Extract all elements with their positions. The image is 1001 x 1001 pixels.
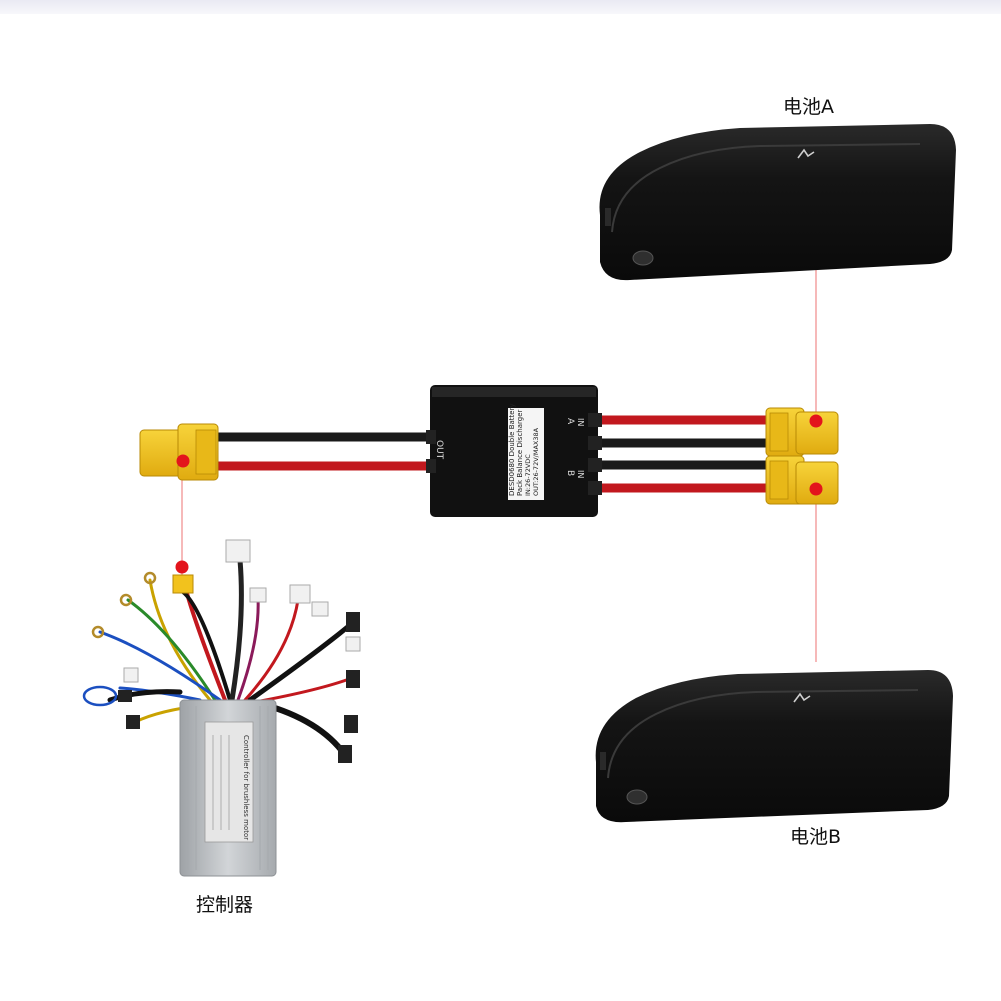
battery-a [599,124,956,281]
marker-battery-b-connector [809,482,823,496]
input-cables [598,415,770,493]
port-b-label: B [565,470,575,476]
controller-sticker-title: Controller for brushless motor [242,735,250,840]
output-cables [215,432,432,471]
controller-plugs [118,539,361,763]
marker-battery-a-connector [809,414,823,428]
module-sticker [508,408,544,500]
controller-wiring-harness [82,557,354,758]
balance-discharger-module: DESD0680 Double Battery Pack Balance Dis… [426,385,602,517]
sticker-line-2: Pack Balance Discharger [516,409,524,496]
port-a-in-label: IN [576,418,585,426]
battery-a-label: 电池A [783,96,834,118]
controller-unit: Controller for brushless motor [179,699,277,877]
marker-output-connector [176,454,190,468]
xt-connector-battery-a [765,407,839,457]
battery-b-label: 电池B [790,826,842,848]
sticker-line-1: DESD0680 Double Battery [508,403,516,496]
battery-b [595,670,953,823]
out-label: OUT [434,440,444,460]
xt-connector-output [139,423,219,481]
controller-label: 控制器 [196,894,254,916]
top-strip [0,0,1001,14]
port-a-label: A [565,418,575,425]
marker-controller-connector [175,560,189,574]
module-cable-glands [426,413,602,495]
port-b-in-label: IN [576,470,585,478]
sticker-line-4: OUT:26-72V/MAX38A [532,427,540,496]
xt-connector-battery-b [765,455,839,505]
sticker-line-3: IN:26-72VDC [524,454,532,496]
